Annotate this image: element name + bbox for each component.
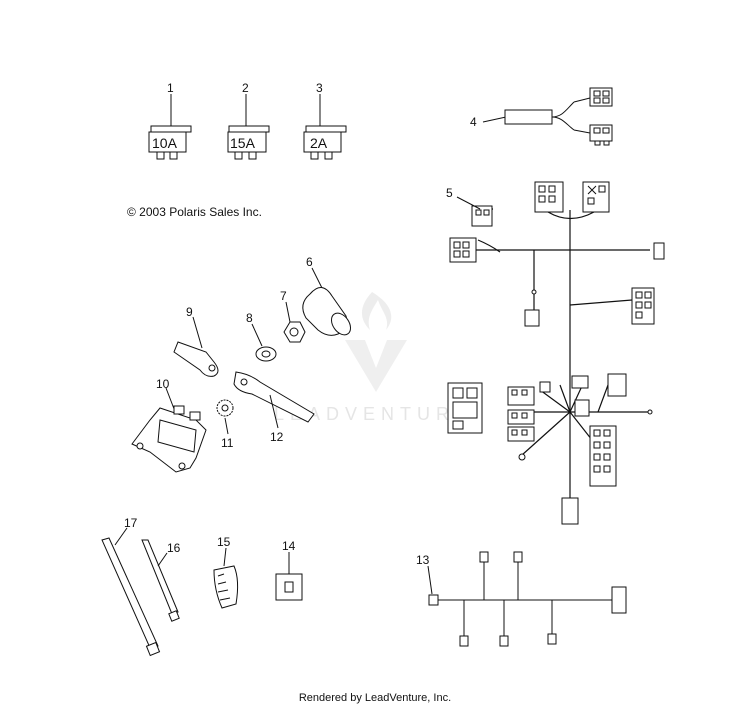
- part-10-solenoid: [132, 388, 206, 472]
- fuse-2: 2 15A: [228, 81, 269, 159]
- callout-11: 11: [221, 436, 234, 450]
- fuse-1-number: 1: [167, 81, 174, 95]
- callout-13: 13: [416, 553, 430, 567]
- callout-12: 12: [270, 430, 284, 444]
- fuse-2-number: 2: [242, 81, 249, 95]
- callout-10: 10: [156, 377, 170, 391]
- part-4-harness-adapter: [483, 88, 612, 145]
- callout-9: 9: [186, 305, 193, 319]
- watermark: LEADVENTURE: [274, 292, 473, 424]
- part-12-ground-cable: [234, 372, 314, 428]
- callout-7: 7: [280, 289, 287, 303]
- callout-16: 16: [167, 541, 181, 555]
- part-7-nut: [284, 302, 305, 342]
- fuse-1-rating: 10A: [152, 135, 178, 151]
- callout-8: 8: [246, 311, 253, 325]
- callout-6: 6: [306, 255, 313, 269]
- part-5-main-harness: [474, 209, 650, 505]
- part-16-cable-tie-small: [142, 540, 179, 621]
- part-13-sub-harness: [428, 552, 626, 646]
- part-6-terminal-boot: [303, 268, 355, 338]
- part-8-washer: [252, 324, 276, 361]
- callout-17: 17: [124, 516, 138, 530]
- part-11-lock-washer: [217, 400, 233, 434]
- callout-14: 14: [282, 539, 296, 553]
- footer-text: Rendered by LeadVenture, Inc.: [298, 692, 452, 704]
- fuse-3-number: 3: [316, 81, 323, 95]
- fuse-3: 3 2A: [304, 81, 346, 159]
- part-9-battery-cable: [174, 317, 218, 376]
- fuse-3-rating: 2A: [310, 135, 328, 151]
- copyright-text: © 2003 Polaris Sales Inc.: [127, 205, 262, 219]
- watermark-flame-icon: [361, 292, 392, 330]
- fuse-2-rating: 15A: [230, 135, 256, 151]
- fuse-1: 1 10A: [149, 81, 191, 159]
- callout-15: 15: [217, 535, 231, 549]
- watermark-text: LEADVENTURE: [274, 404, 473, 424]
- watermark-v-icon: [345, 340, 407, 392]
- part-15-clip: [214, 548, 238, 608]
- part-17-cable-tie-large: [102, 528, 160, 656]
- part-14-pad: [276, 552, 302, 600]
- part-5-connectors: [448, 182, 664, 524]
- callout-4: 4: [470, 115, 477, 129]
- callout-5: 5: [446, 186, 453, 200]
